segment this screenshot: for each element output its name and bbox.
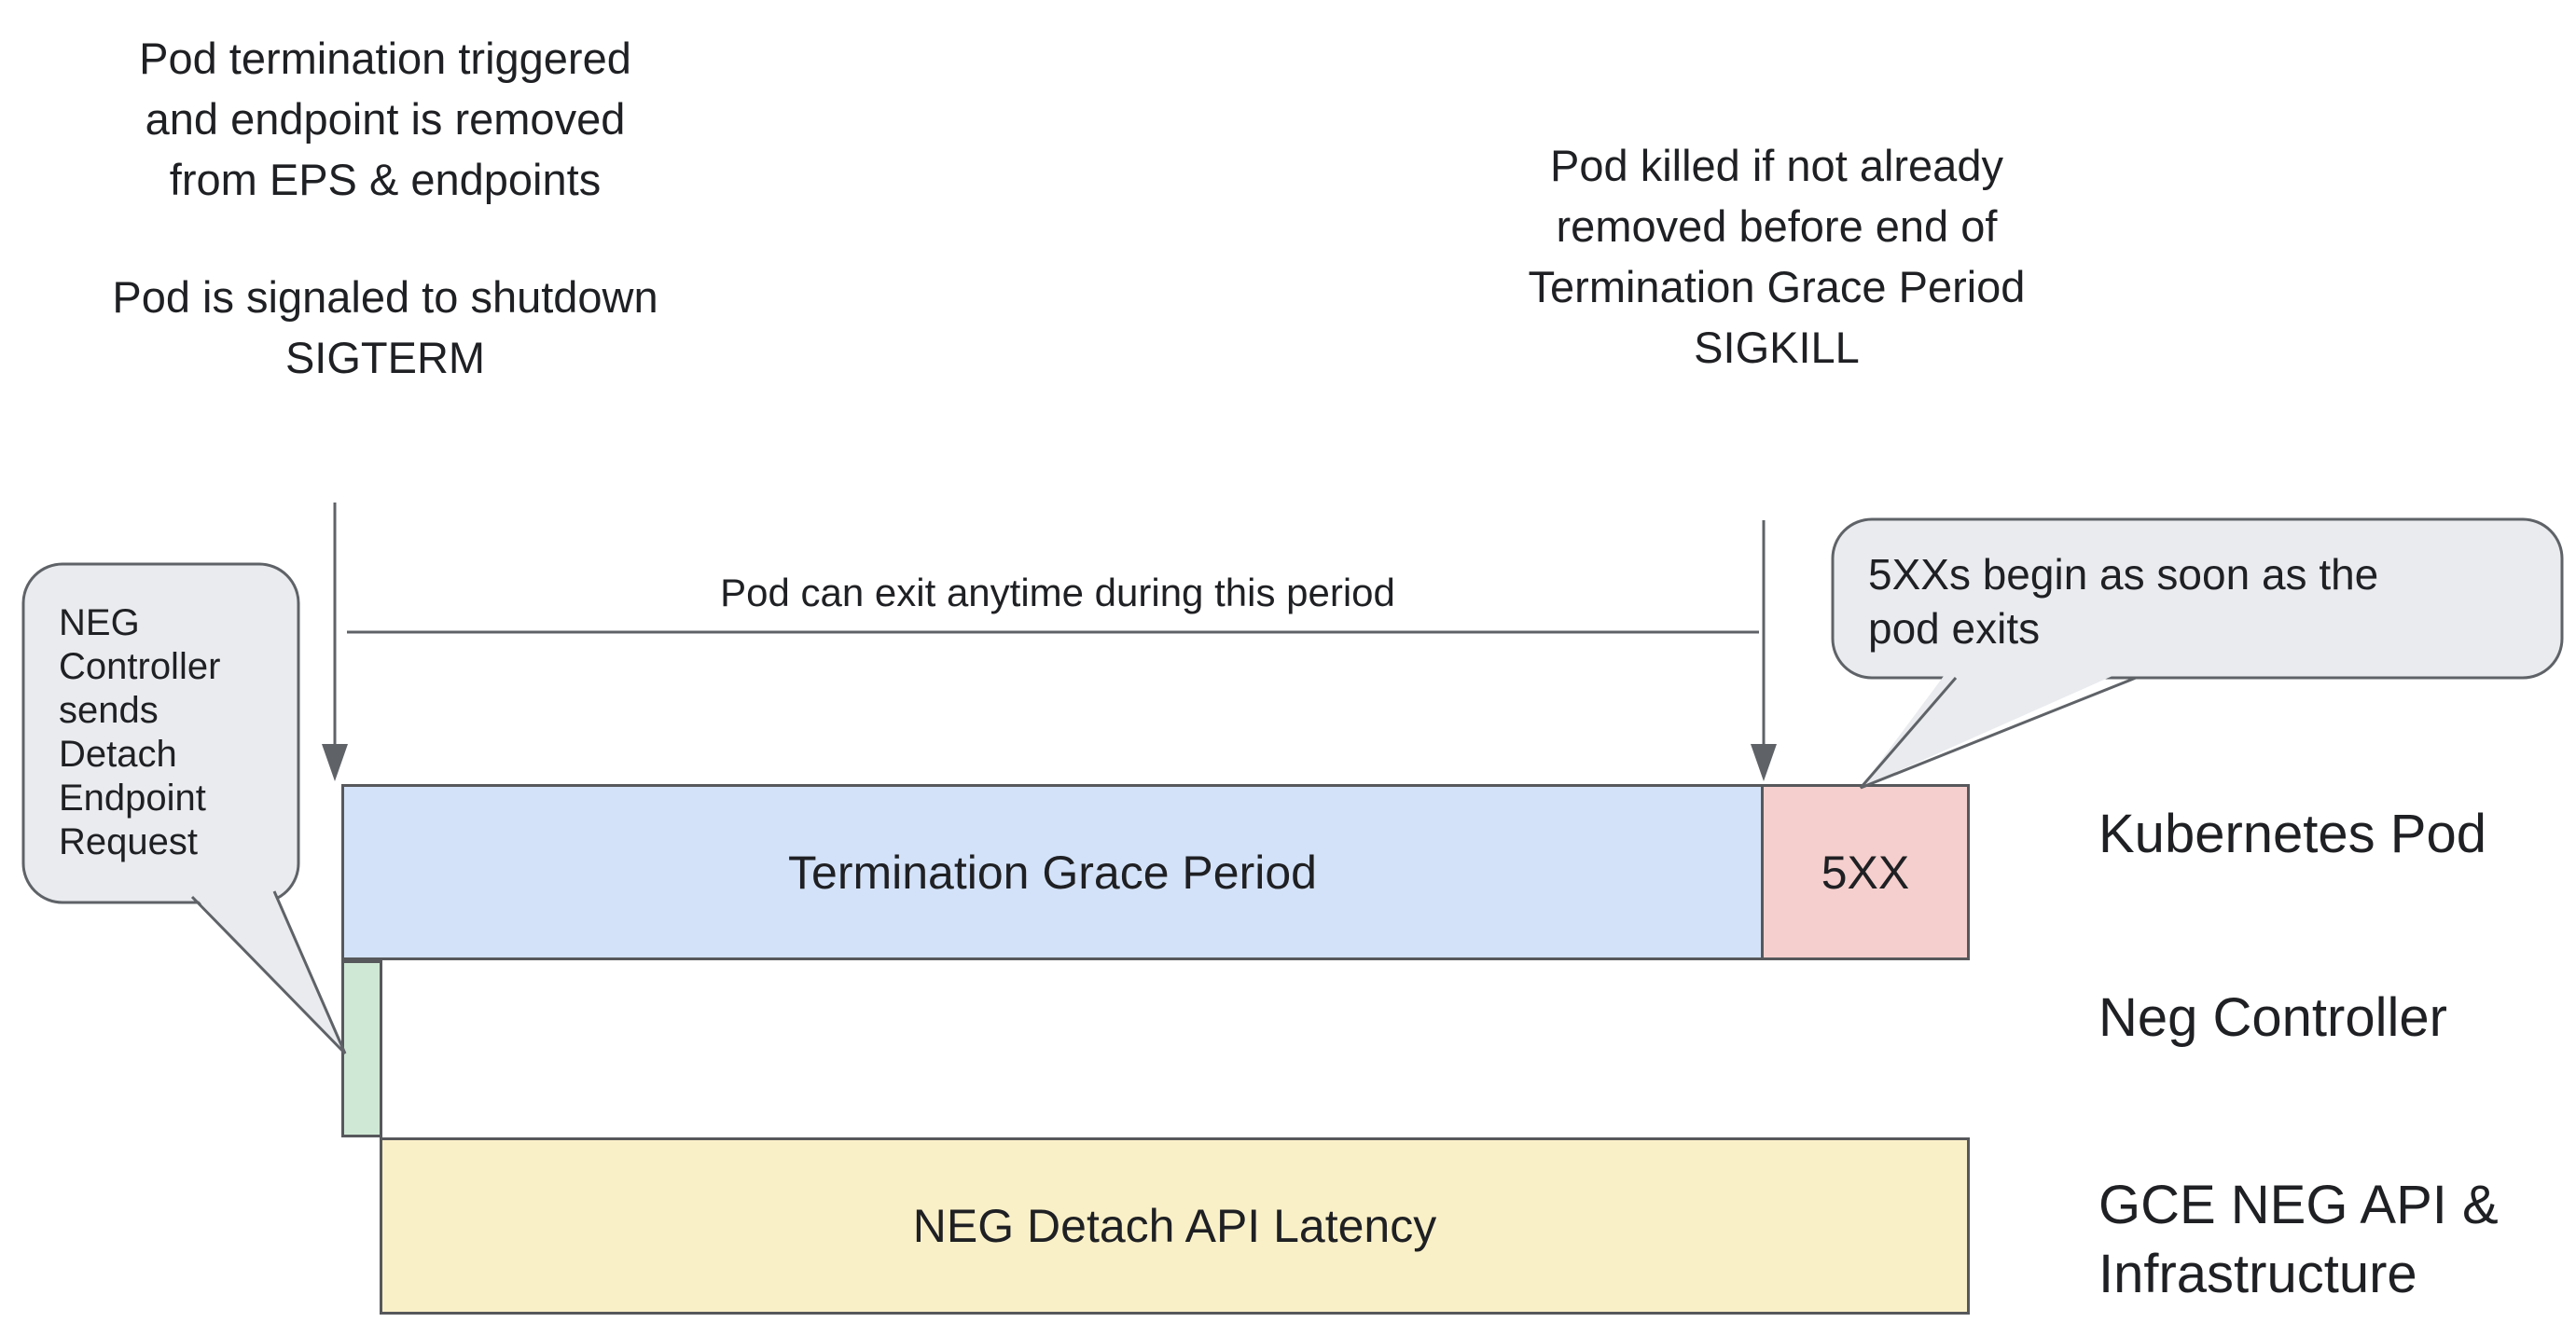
- termination-grace-period-label: Termination Grace Period: [788, 846, 1317, 899]
- callout-line: sends: [59, 690, 159, 731]
- callout-line: NEG: [59, 602, 140, 643]
- fivexx-errors-label: 5XX: [1821, 846, 1910, 899]
- callout-line: pod exits: [1868, 604, 2041, 653]
- row-label-line: Infrastructure: [2098, 1244, 2417, 1304]
- endpoint-removed-note: Pod termination triggered and endpoint i…: [63, 28, 707, 210]
- annotation-line: removed before end of: [1556, 201, 1998, 251]
- fivexx-errors-bar: 5XX: [1761, 784, 1970, 960]
- sigkill-event-arrowhead: [1751, 744, 1777, 781]
- neg-controller-callout-tail-fill: [189, 886, 345, 1054]
- callout-line: Detach: [59, 734, 177, 775]
- row-label-gce-neg-api: GCE NEG API & Infrastructure: [2098, 1171, 2499, 1309]
- annotation-line: Pod killed if not already: [1550, 141, 2003, 190]
- fivexx-callout-text: 5XXs begin as soon as the pod exits: [1868, 547, 2378, 655]
- annotation-line: Pod is signaled to shutdown: [112, 272, 658, 322]
- exit-period-label: Pod can exit anytime during this period: [720, 571, 1395, 614]
- annotation-line: SIGKILL: [1694, 323, 1860, 372]
- annotation-line: SIGTERM: [284, 333, 486, 382]
- callout-line: 5XXs begin as soon as the: [1868, 550, 2379, 599]
- callout-line: Request: [59, 821, 198, 862]
- annotation-line: from EPS & endpoints: [169, 155, 602, 204]
- annotation-line: Pod termination triggered: [139, 34, 631, 83]
- termination-grace-period-bar: Termination Grace Period: [341, 784, 1764, 960]
- neg-controller-callout-bubble: [21, 562, 300, 904]
- callout-line: Controller: [59, 646, 221, 687]
- sigkill-annotation: Pod killed if not already removed before…: [1455, 135, 2098, 378]
- annotation-line: Termination Grace Period: [1528, 262, 2026, 311]
- neg-controller-callout-tail: [190, 890, 347, 1055]
- fivexx-callout-tail-fill: [1861, 665, 2138, 788]
- neg-controller-callout-text: NEG Controller sends Detach Endpoint Req…: [59, 601, 220, 864]
- annotation-line: and endpoint is removed: [145, 94, 626, 144]
- neg-detach-api-latency-bar: NEG Detach API Latency: [380, 1137, 1970, 1315]
- sigterm-event-arrowhead: [322, 744, 348, 781]
- row-label-neg-controller: Neg Controller: [2098, 987, 2447, 1048]
- row-label-kubernetes-pod: Kubernetes Pod: [2098, 804, 2486, 864]
- sigterm-note: Pod is signaled to shutdown SIGTERM: [63, 267, 707, 388]
- pod-termination-annotation: Pod termination triggered and endpoint i…: [63, 28, 707, 388]
- fivexx-callout-tail: [1859, 676, 2137, 790]
- fivexx-callout-bubble: [1831, 517, 2564, 680]
- neg-detach-api-latency-label: NEG Detach API Latency: [912, 1200, 1437, 1252]
- row-label-line: GCE NEG API &: [2098, 1175, 2499, 1235]
- callout-line: Endpoint: [59, 778, 206, 819]
